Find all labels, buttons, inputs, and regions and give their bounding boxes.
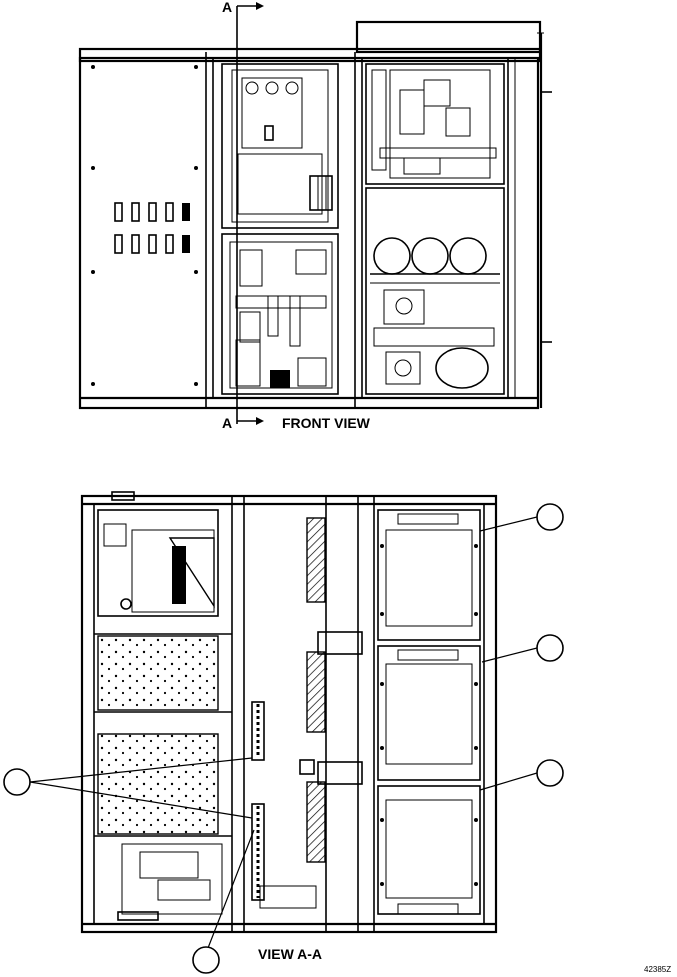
section-line-a-a xyxy=(236,2,264,425)
callout-circle-4 xyxy=(3,768,31,796)
callout-circle-2 xyxy=(536,634,564,662)
callout-circle-3 xyxy=(536,759,564,787)
front-view-caption: FRONT VIEW xyxy=(282,415,371,431)
view-aa-drawing xyxy=(80,491,498,934)
front-view-drawing xyxy=(78,20,552,410)
view-aa-caption: VIEW A-A xyxy=(258,946,322,962)
section-label-bottom: A xyxy=(222,415,232,431)
callout-leaders xyxy=(29,516,538,949)
drawing-number: 42385Z xyxy=(644,965,671,974)
callout-circle-5 xyxy=(192,946,220,974)
callout-circle-1 xyxy=(536,503,564,531)
section-label-top: A xyxy=(222,0,232,15)
